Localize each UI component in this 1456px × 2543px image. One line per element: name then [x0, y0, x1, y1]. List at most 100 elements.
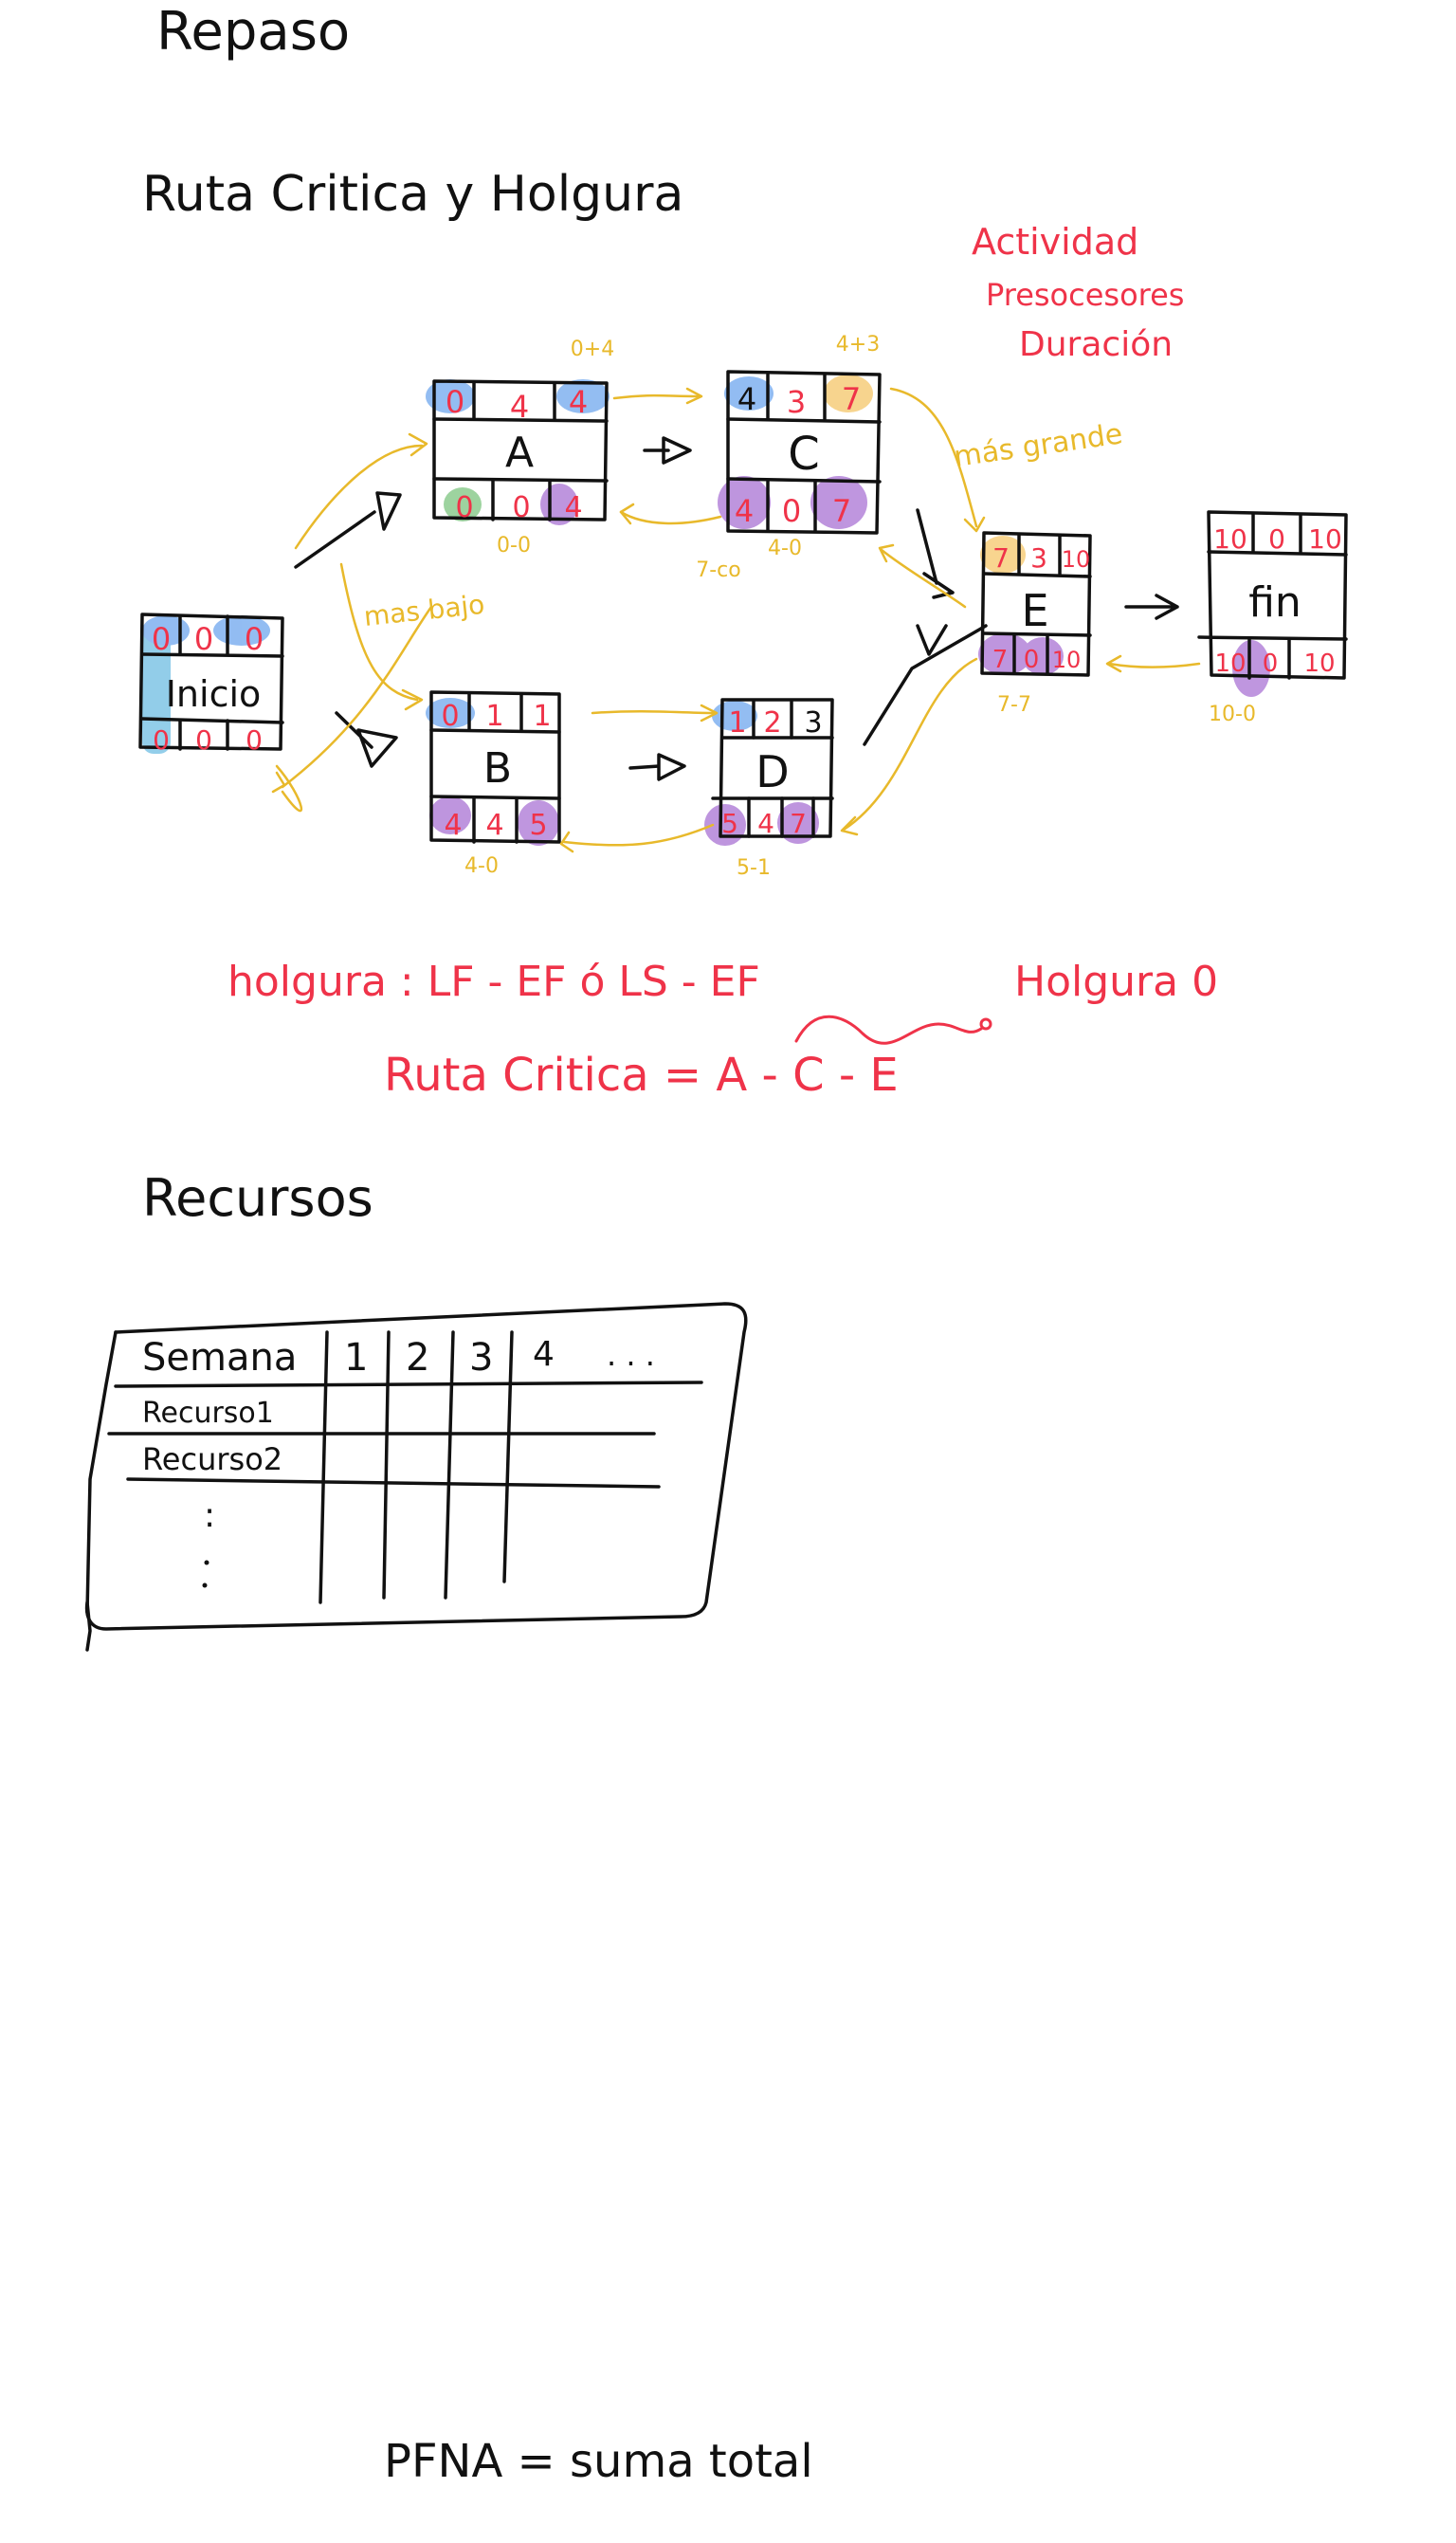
a-lf: 4: [564, 491, 582, 524]
b-es: 0: [441, 700, 459, 733]
arrow-b-d: [628, 753, 686, 781]
node-inicio: 0 0 0 Inicio 0 0 0: [138, 613, 284, 756]
yellow-b-d: [591, 709, 718, 715]
arrow-c-e: [916, 508, 938, 585]
yellow-c-e: [889, 387, 978, 528]
c-slack: 0: [782, 493, 801, 529]
arrow-d-e: [863, 624, 988, 746]
arrowhead-c-e: [922, 572, 955, 599]
b-dur: 1: [485, 700, 503, 733]
resources-heading: Recursos: [142, 1168, 373, 1228]
node-fin: 10 0 10 fin 10 0 10 10-0: [1197, 510, 1348, 726]
e-lf: 10: [1052, 647, 1082, 673]
c-dur: 3: [787, 384, 806, 420]
d-ef: 3: [804, 706, 822, 740]
yellow-d-b-back: [562, 823, 715, 847]
a-slack: 0: [512, 491, 530, 524]
yellow-b-inicio: [281, 605, 433, 789]
node-a: 0 4 4 A 0 0 4 0+4 0-0: [432, 338, 614, 558]
inicio-es: 0: [152, 621, 171, 657]
yellow-fin-e-back: [1107, 662, 1201, 668]
fin-es: 10: [1213, 523, 1247, 555]
node-b: 0 1 1 B 4 4 5 4-0: [429, 690, 561, 878]
table-header-week-1: 1: [344, 1336, 368, 1380]
c-note: 4+3: [836, 333, 880, 357]
resources-table: Semana 1 2 3 4 . . . Recurso1 Recurso2 :: [84, 1302, 748, 1652]
fin-ef: 10: [1308, 523, 1342, 555]
mas-grande-note: más grande: [952, 417, 1124, 474]
holgura-zero-note: Holgura 0: [1014, 958, 1218, 1006]
e-name: E: [1021, 585, 1048, 636]
d-dur: 2: [763, 706, 781, 740]
inicio-ef: 0: [245, 621, 264, 657]
arrowhead-inicio-a: [375, 491, 402, 531]
c-lf-note: 7-co: [696, 558, 741, 582]
arrow-inicio-b: [335, 711, 373, 749]
table-header-week-4: 4: [533, 1335, 555, 1374]
b-slack: 4: [485, 809, 503, 842]
table-header-week-2: 2: [406, 1336, 429, 1380]
b-lf: 5: [529, 809, 547, 842]
fin-ls: 10: [1214, 649, 1246, 678]
holgura-formula: holgura : LF - EF ó LS - EF: [228, 958, 760, 1006]
yellow-c-a-back: [619, 510, 722, 525]
yellow-inicio-a: [294, 444, 424, 550]
legend-duration: Duración: [1019, 325, 1173, 364]
yellow-inicio-b: [339, 562, 419, 702]
yellow-loop-inicio: [275, 764, 303, 813]
backward-arrows: [271, 387, 1201, 853]
b-ef: 1: [533, 700, 551, 733]
fin-lf: 10: [1303, 649, 1335, 678]
a-ls: 0: [455, 491, 473, 524]
inicio-ls: 0: [153, 724, 170, 756]
node-e: 7 3 10 E 7 0 10 7-7: [980, 531, 1092, 717]
d-name: D: [755, 746, 789, 797]
page-subtitle: Ruta Critica y Holgura: [142, 166, 683, 223]
e-slack: 0: [1024, 646, 1040, 674]
b-ls: 4: [444, 809, 462, 842]
table-row-recurso2: Recurso2: [142, 1441, 282, 1477]
mas-bajo-note: mas bajo: [362, 589, 486, 632]
fin-name: fin: [1248, 578, 1301, 627]
node-c: 4 3 7 C 4 0 7 4+3 4-0 7-co: [696, 333, 882, 582]
table-header-more: . . .: [607, 1337, 655, 1373]
pfna-formula: PFNA = suma total: [384, 2435, 813, 2488]
page-title: Repaso: [156, 1, 350, 63]
critical-path-formula: Ruta Critica = A - C - E: [384, 1049, 899, 1102]
inicio-name: Inicio: [166, 673, 262, 715]
forward-arrows: [294, 436, 1179, 781]
node-legend: Actividad Presocesores Duración: [972, 221, 1184, 364]
arrow-inicio-a: [294, 510, 376, 569]
a-es: 0: [446, 384, 464, 420]
e-dur: 3: [1030, 542, 1047, 574]
yellow-e-d-back: [842, 657, 978, 832]
yellow-a-c: [612, 393, 701, 400]
a-holgura: 0-0: [497, 534, 531, 558]
squiggle-arrow: [794, 1015, 983, 1045]
a-note: 0+4: [571, 338, 614, 361]
yellow-e-c-back: [880, 548, 967, 609]
fin-dur: 0: [1268, 523, 1285, 555]
e-es: 7: [992, 542, 1010, 574]
b-holgura: 4-0: [464, 854, 499, 878]
d-holgura: 5-1: [737, 856, 771, 880]
e-ls: 7: [992, 646, 1009, 674]
table-row-ellipsis: :: [204, 1496, 215, 1535]
e-ef: 10: [1062, 546, 1091, 573]
d-slack: 4: [757, 808, 774, 839]
d-es: 1: [728, 706, 746, 740]
inicio-slack: 0: [195, 724, 212, 756]
a-ef: 4: [569, 384, 588, 420]
e-holgura: 7-7: [997, 693, 1031, 717]
a-dur: 4: [510, 389, 529, 425]
arrow-a-c: [643, 436, 692, 465]
inicio-dur: 0: [194, 621, 213, 657]
legend-activity: Actividad: [972, 221, 1138, 263]
table-row-recurso1: Recurso1: [142, 1397, 274, 1430]
c-es: 4: [737, 381, 756, 417]
table-header-week-3: 3: [469, 1336, 493, 1380]
arrow-e-fin: [1124, 594, 1179, 620]
table-header-semana: Semana: [142, 1336, 297, 1380]
inicio-lf: 0: [246, 724, 263, 756]
